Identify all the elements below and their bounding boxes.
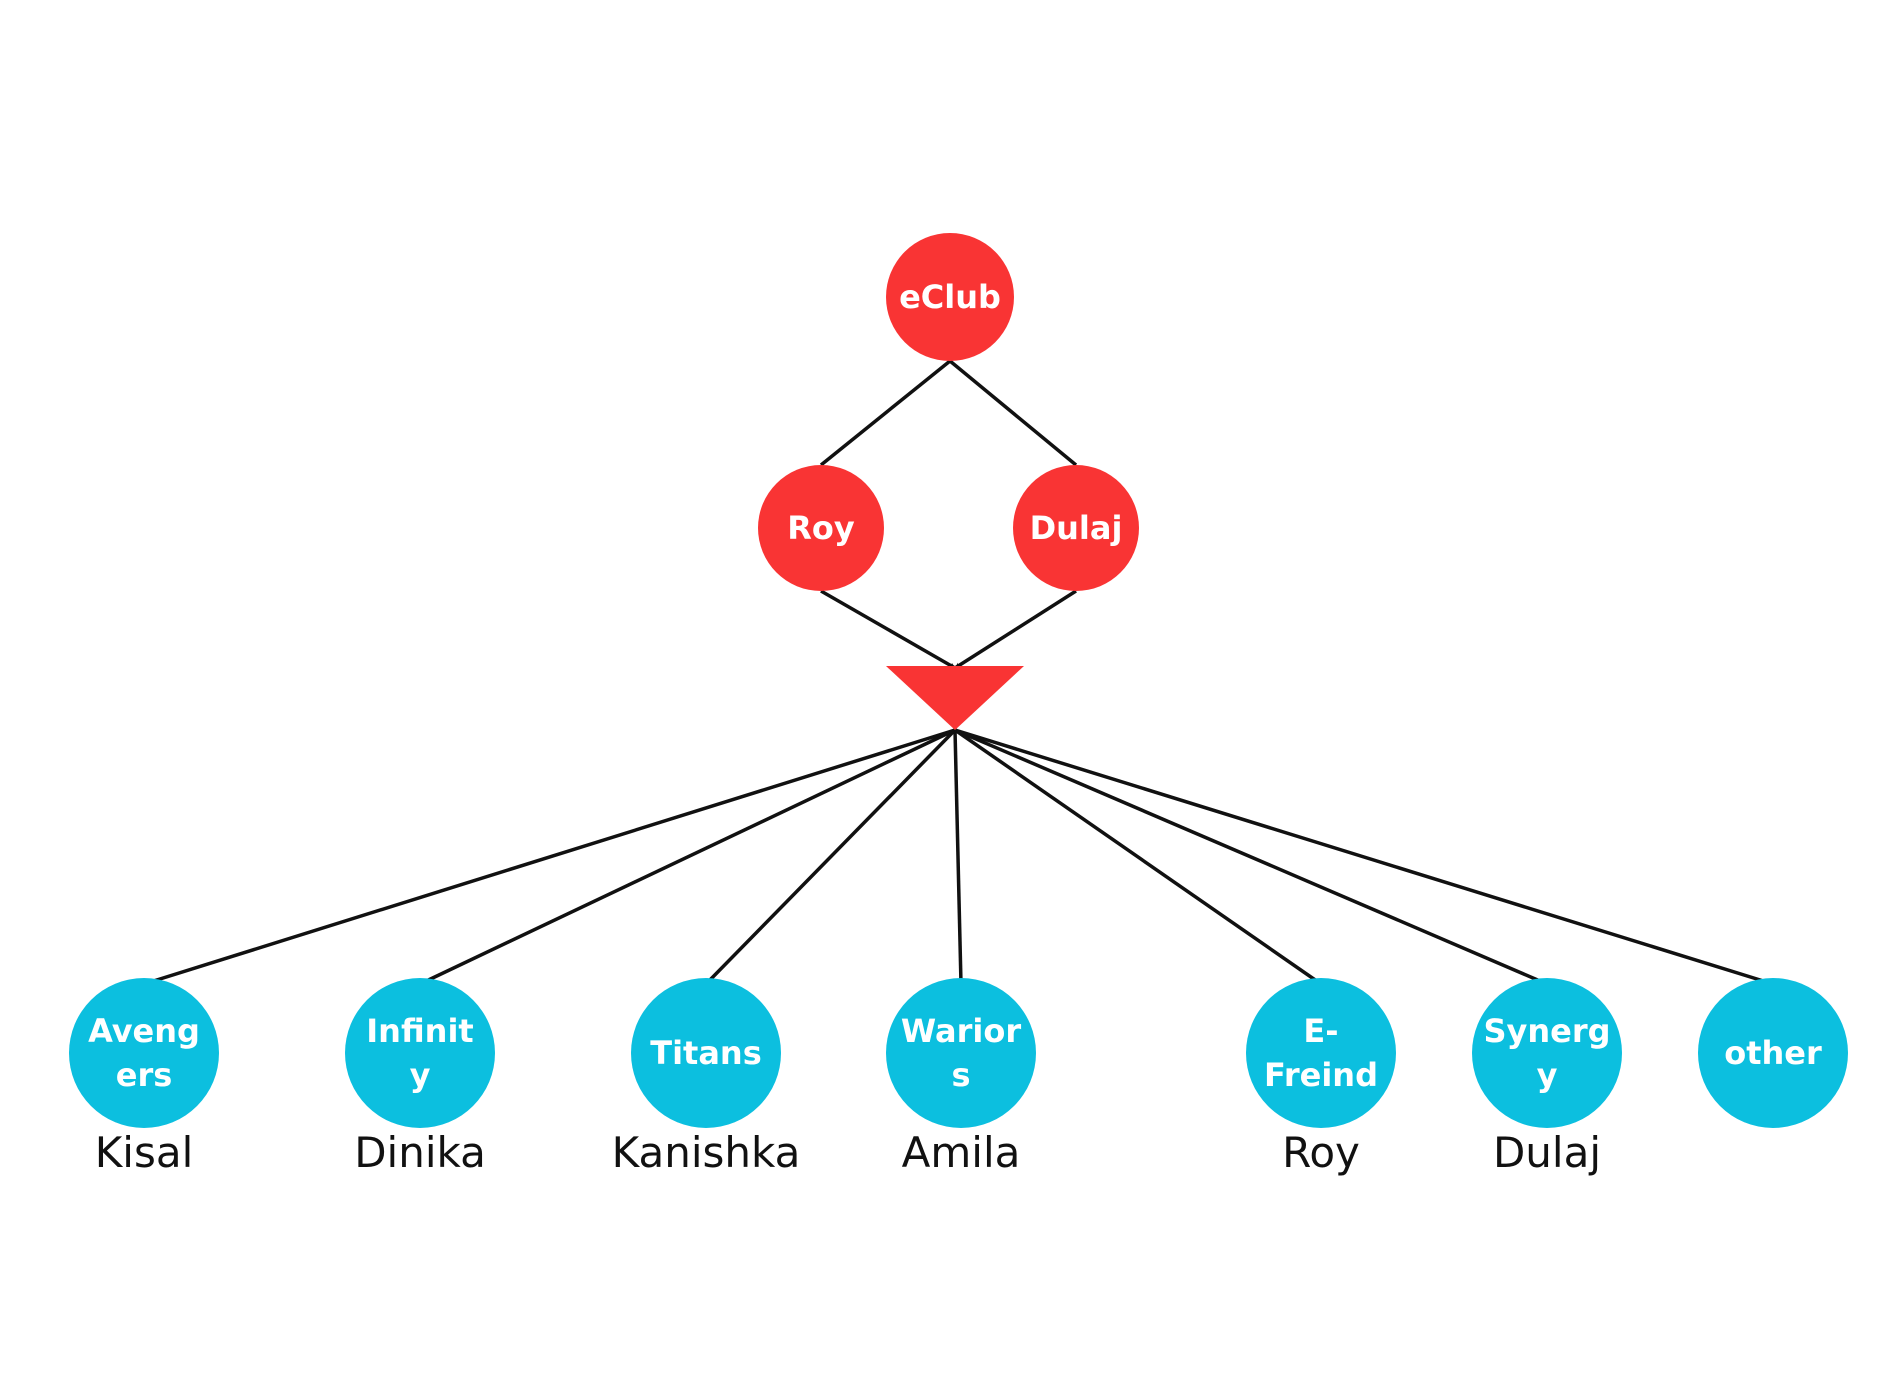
edge-merge-e-freind [954,728,1322,986]
team-node-e-freind: E- Freind [1246,978,1396,1128]
root-node-eclub-label: eClub [899,278,1001,316]
member-label-titans: Kanishka [612,1128,801,1177]
team-node-other-shape [1698,978,1848,1128]
member-label-infinity: Dinika [354,1128,486,1177]
team-node-avengers-shape [69,978,219,1128]
edge-merge-avengers [143,728,956,986]
root-node-eclub: eClub [886,233,1014,361]
team-node-other: other [1698,978,1848,1128]
edge-dulaj-merge [954,589,1077,670]
team-node-e-freind-shape [1246,978,1396,1128]
edge-roy-merge [820,589,956,670]
team-node-wariors-label: s [951,1056,970,1094]
merge-triangle [886,666,1024,730]
team-node-avengers: Aveng ers [69,978,219,1128]
team-node-wariors: Warior s [886,978,1036,1128]
team-node-avengers-label: ers [116,1056,173,1094]
team-node-synergy: Synerg y [1472,978,1622,1128]
team-node-avengers-label: Aveng [88,1012,200,1050]
member-labels-layer: Kisal Dinika Kanishka Amila Roy Dulaj [95,1128,1601,1177]
team-node-e-freind-label: E- [1303,1012,1338,1050]
member-label-wariors: Amila [902,1128,1021,1177]
team-node-wariors-shape [886,978,1036,1128]
member-label-avengers: Kisal [95,1128,194,1177]
team-node-titans-label: Titans [650,1034,762,1072]
leader-node-dulaj: Dulaj [1013,465,1139,591]
team-node-infinity-shape [345,978,495,1128]
root-node-eclub-shape [886,233,1014,361]
team-node-infinity-label: Infinit [366,1012,473,1050]
leader-node-dulaj-label: Dulaj [1030,509,1123,547]
team-node-e-freind-label: Freind [1264,1056,1378,1094]
edge-merge-other [954,728,1774,986]
team-node-synergy-label: y [1537,1056,1558,1094]
team-node-titans: Titans [631,978,781,1128]
leader-node-roy-shape [758,465,884,591]
edges-layer [143,359,1774,986]
edge-eclub-dulaj [948,359,1078,467]
team-node-infinity: Infinit y [345,978,495,1128]
team-node-other-label: other [1724,1034,1822,1072]
edge-merge-synergy [954,728,1548,986]
edge-merge-infinity [419,728,956,986]
member-label-synergy: Dulaj [1493,1128,1601,1177]
team-node-titans-shape [631,978,781,1128]
leader-node-roy-label: Roy [787,509,855,547]
team-node-synergy-shape [1472,978,1622,1128]
edge-eclub-roy [819,359,952,467]
leader-node-dulaj-shape [1013,465,1139,591]
team-node-infinity-label: y [410,1056,431,1094]
edge-merge-wariors [953,729,964,985]
team-node-wariors-label: Warior [901,1012,1021,1050]
team-node-synergy-label: Synerg [1483,1012,1610,1050]
edge-merge-titans [704,728,957,986]
leader-node-roy: Roy [758,465,884,591]
member-label-e-freind: Roy [1282,1128,1360,1177]
